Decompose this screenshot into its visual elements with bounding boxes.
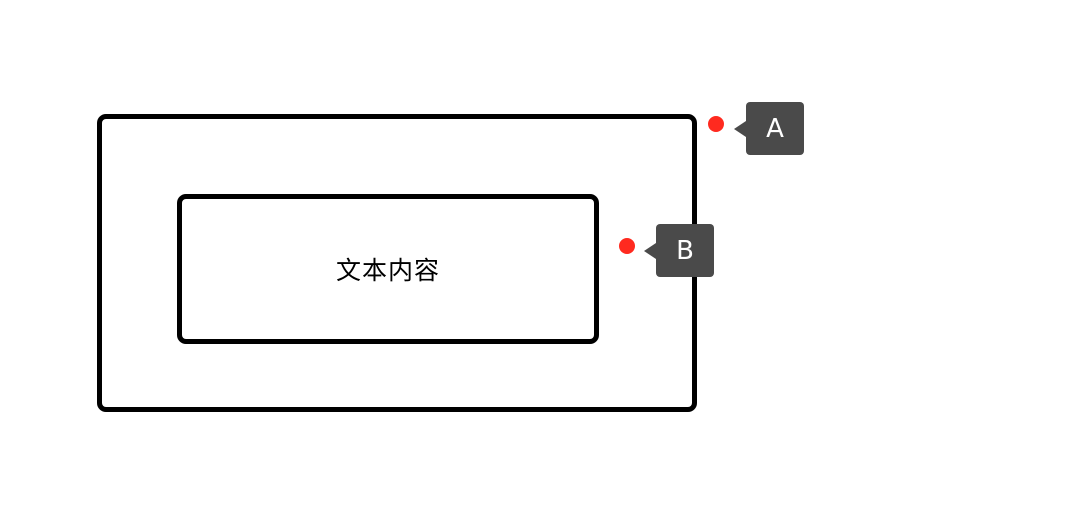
marker-dot-a (708, 116, 724, 132)
label-tag-b: B (656, 224, 714, 277)
inner-content-box: 文本内容 (177, 194, 599, 344)
marker-dot-b (619, 238, 635, 254)
inner-content-text: 文本内容 (335, 256, 440, 285)
label-tag-a: A (746, 102, 804, 155)
label-b-text: B (676, 235, 694, 266)
label-a-text: A (766, 113, 784, 144)
